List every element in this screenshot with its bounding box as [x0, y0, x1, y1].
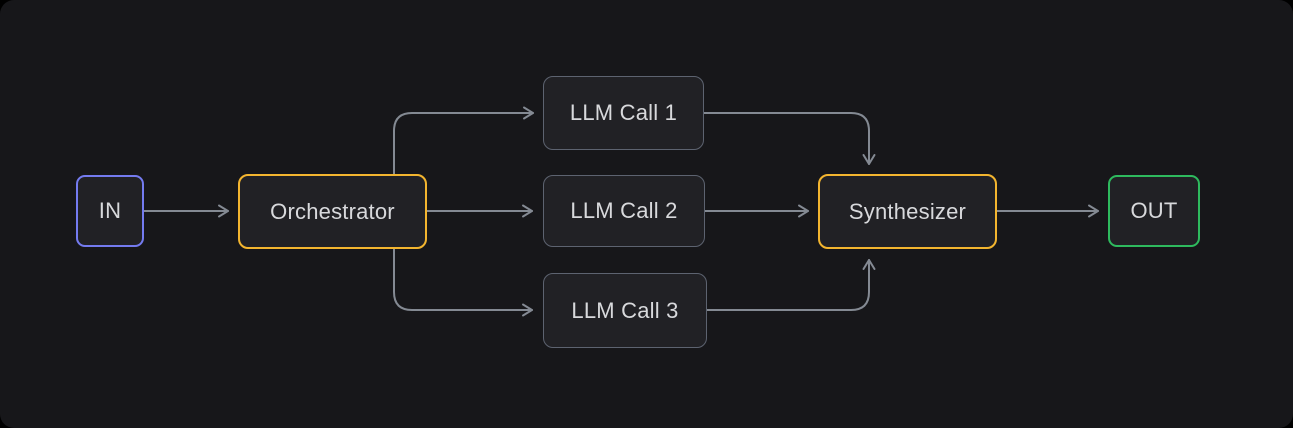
node-llm-call-2: LLM Call 2	[543, 175, 705, 247]
node-llm-call-3: LLM Call 3	[543, 273, 707, 348]
node-out-label: OUT	[1130, 198, 1178, 223]
edge-orchestrator-to-llm-call-1	[393, 106, 534, 175]
node-synthesizer-label: Synthesizer	[848, 198, 967, 224]
edge-llm-call-3-to-synthesizer	[706, 259, 876, 311]
node-llm-call-1: LLM Call 1	[543, 76, 704, 150]
node-orchestrator: Orchestrator	[238, 174, 427, 249]
node-in-label: IN	[98, 198, 122, 223]
node-orchestrator-label: Orchestrator	[270, 198, 395, 224]
node-out: OUT	[1108, 175, 1200, 247]
edge-orchestrator-to-llm-call-3	[393, 248, 533, 317]
node-llm-call-1-label: LLM Call 1	[569, 100, 678, 125]
edge-llm-call-1-to-synthesizer	[703, 112, 876, 165]
node-synthesizer: Synthesizer	[818, 174, 997, 249]
node-llm-call-3-label: LLM Call 3	[571, 297, 679, 323]
node-llm-call-2-label: LLM Call 2	[570, 198, 678, 223]
node-in: IN	[76, 175, 144, 247]
